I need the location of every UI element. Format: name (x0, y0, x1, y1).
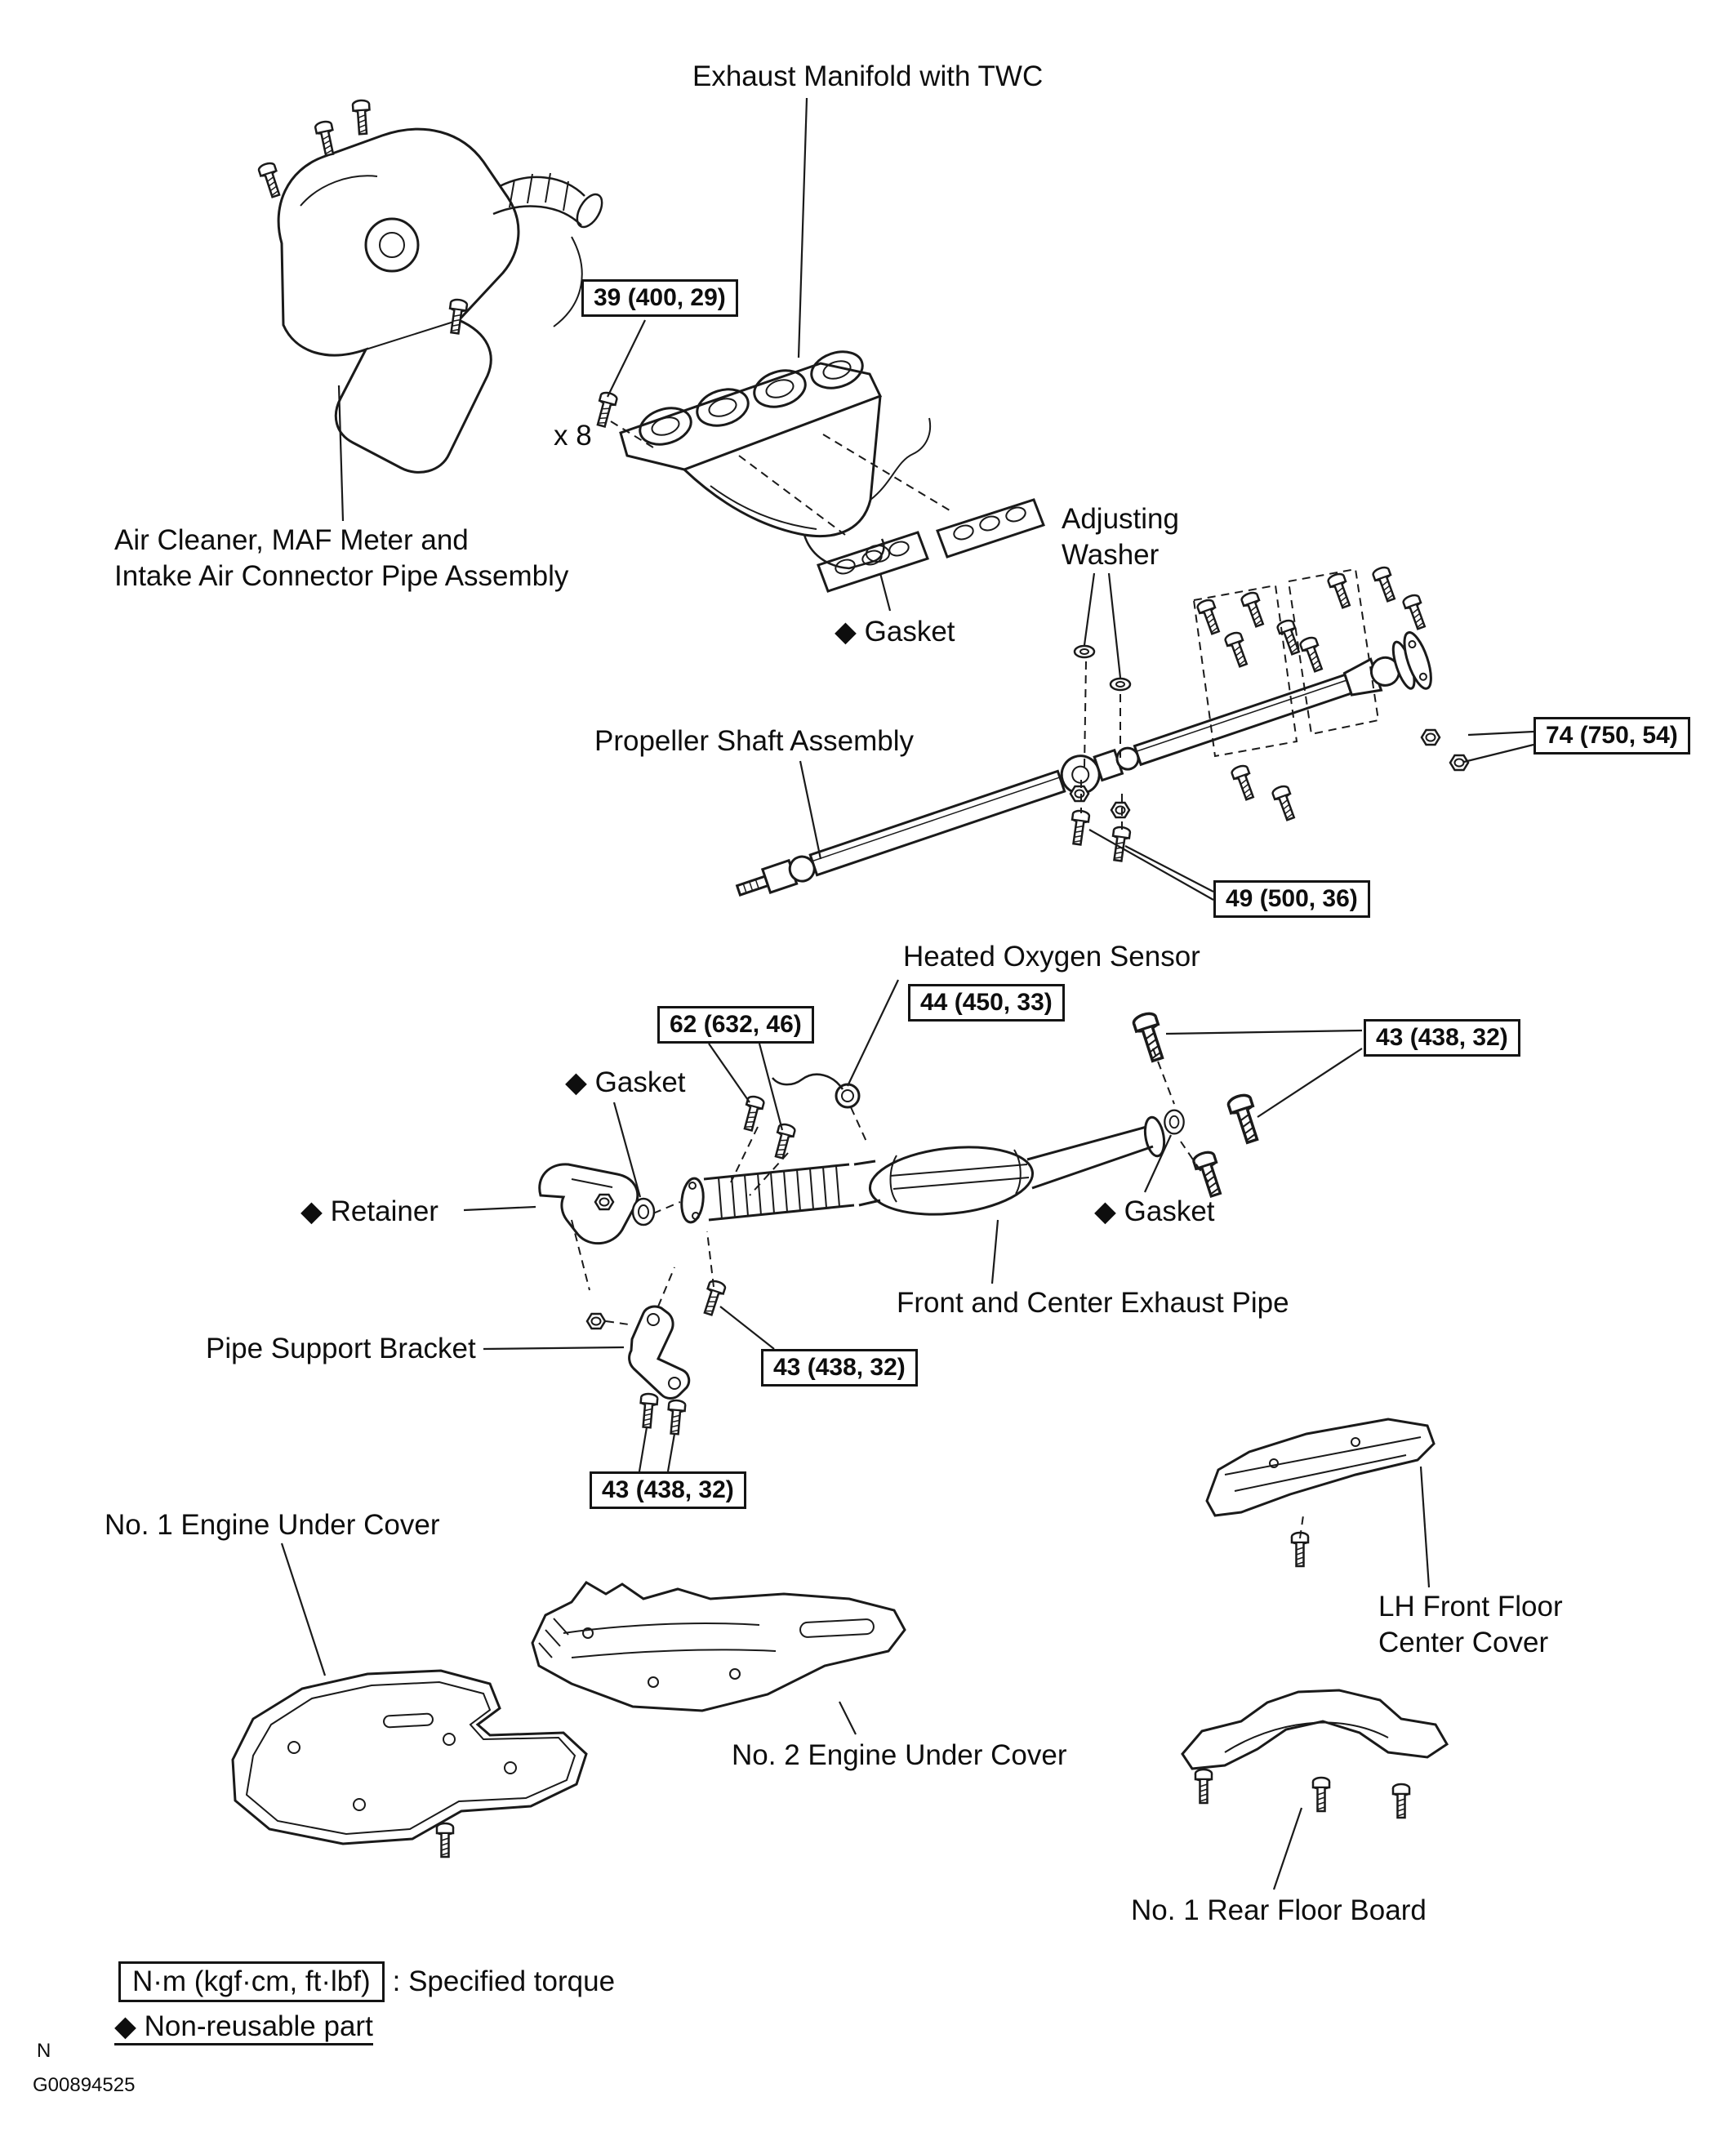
nut-icon (585, 1312, 607, 1330)
torque-box-front-pipe: 62 (632, 46) (657, 1006, 814, 1044)
torque-box-tail-right: 43 (438, 32) (1364, 1019, 1520, 1057)
legend-non-reusable: ◆ Non-reusable part (114, 2010, 373, 2045)
bolt-icon (351, 99, 372, 136)
bolt-icon (1370, 564, 1400, 604)
label-adjusting-line1: Adjusting (1062, 503, 1179, 535)
figure-id: G00894525 (33, 2074, 136, 2096)
bolt-icon (1391, 1783, 1411, 1819)
legend-torque-row: N·m (kgf·cm, ft·lbf): Specified torque (118, 1961, 615, 2002)
gasket-ring-icon (1164, 1109, 1185, 1135)
bolt-icon (1191, 1148, 1227, 1200)
bolt-icon (1275, 617, 1305, 657)
bolt-icon (665, 1398, 687, 1436)
adjusting-washer-icon (1109, 677, 1132, 692)
exhaust-pipe-drawing (680, 1073, 1166, 1224)
label-front-center-pipe: Front and Center Exhaust Pipe (897, 1287, 1289, 1319)
torque-box-pipe-mid: 43 (438, 32) (761, 1349, 918, 1387)
bolt-icon (1194, 1768, 1213, 1805)
nut-icon (1449, 754, 1470, 772)
bolt-icon (1225, 1091, 1265, 1146)
no1-rear-floor-board-drawing (1181, 1689, 1449, 1770)
nut-icon (594, 1193, 615, 1211)
bolt-icon (1229, 763, 1259, 803)
nut-icon (1110, 801, 1131, 819)
bolt-icon (1298, 634, 1328, 674)
label-retainer: ◆ Retainer (300, 1195, 438, 1227)
legend-torque-unit-box: N·m (kgf·cm, ft·lbf) (118, 1961, 385, 2002)
dashed-assembly-lines (571, 421, 1380, 1539)
label-air-cleaner-line2: Intake Air Connector Pipe Assembly (114, 560, 569, 592)
bolt-icon (1270, 783, 1300, 823)
label-lh-floor-line2: Center Cover (1378, 1627, 1549, 1658)
bolt-icon (1195, 597, 1225, 637)
torque-box-bracket: 43 (438, 32) (590, 1471, 746, 1509)
torque-box-center-support: 49 (500, 36) (1213, 880, 1370, 918)
torque-box-flange: 74 (750, 54) (1533, 717, 1690, 755)
label-no2-cover: No. 2 Engine Under Cover (732, 1739, 1067, 1771)
bolt-icon (1239, 590, 1269, 630)
lh-front-floor-center-cover-drawing (1205, 1418, 1436, 1517)
bolt-icon (592, 389, 619, 430)
propeller-shaft-drawing (735, 631, 1432, 897)
label-pipe-support: Pipe Support Bracket (206, 1333, 476, 1364)
air-cleaner-assembly-drawing (277, 127, 603, 474)
torque-box-manifold: 39 (400, 29) (581, 279, 738, 317)
bolt-icon (1067, 808, 1091, 847)
no1-engine-under-cover-drawing (231, 1669, 588, 1845)
label-lh-floor-line1: LH Front Floor (1378, 1591, 1563, 1623)
label-adjusting-line2: Washer (1062, 539, 1160, 571)
no2-engine-under-cover-drawing (531, 1581, 906, 1712)
label-heated-o2: Heated Oxygen Sensor (903, 941, 1200, 973)
nut-icon (1069, 785, 1090, 803)
bolt-icon (314, 119, 339, 158)
bolt-icon (637, 1391, 659, 1430)
bolt-icon (739, 1093, 766, 1133)
bolt-icon (770, 1121, 797, 1161)
nut-icon (1420, 728, 1441, 746)
gasket-ring-icon (631, 1197, 656, 1226)
torque-box-o2-sensor: 44 (450, 33) (908, 984, 1065, 1022)
adjusting-washer-icon (1073, 644, 1096, 659)
bolt-icon (1400, 592, 1431, 632)
leader-lines (280, 97, 1534, 1890)
bolt-icon (1130, 1009, 1170, 1065)
label-bolt-count: x 8 (554, 420, 592, 452)
label-gasket-mid: ◆ Gasket (565, 1066, 686, 1098)
legend-torque-desc: : Specified torque (392, 1965, 616, 1997)
pipe-support-bracket-drawing (628, 1305, 691, 1400)
bolt-icon (445, 297, 469, 336)
footer-mark: N (37, 2040, 51, 2062)
bolt-icon (1222, 630, 1253, 670)
label-air-cleaner-line1: Air Cleaner, MAF Meter and (114, 524, 469, 556)
bolt-icon (1325, 571, 1355, 611)
exhaust-manifold-drawing (619, 350, 931, 570)
label-no1-rear-floor: No. 1 Rear Floor Board (1131, 1894, 1427, 1926)
label-exhaust-manifold: Exhaust Manifold with TWC (692, 60, 1044, 92)
manifold-gaskets-drawing (817, 498, 1045, 593)
bolt-icon (256, 160, 285, 200)
retainer-drawing (538, 1163, 639, 1245)
label-gasket-right: ◆ Gasket (1094, 1195, 1215, 1227)
label-propeller-shaft: Propeller Shaft Assembly (594, 725, 915, 757)
label-no1-cover: No. 1 Engine Under Cover (105, 1509, 440, 1541)
bolt-icon (435, 1822, 455, 1858)
bolt-icon (1311, 1776, 1331, 1813)
label-gasket-top: ◆ Gasket (835, 616, 955, 648)
legend-non-reusable-row: ◆ Non-reusable part (114, 2010, 373, 2045)
